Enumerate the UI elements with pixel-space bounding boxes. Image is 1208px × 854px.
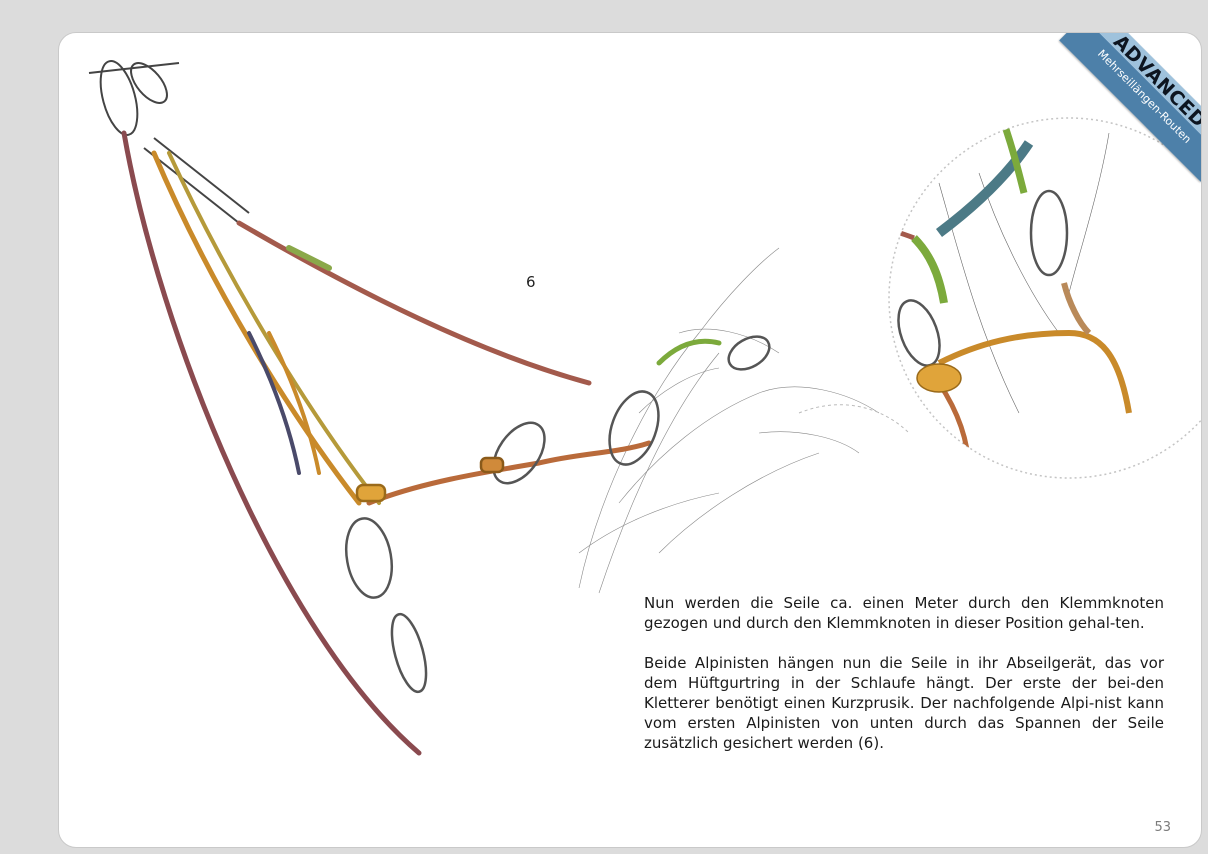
paragraph-2: Beide Alpinisten hängen nun die Seile in… bbox=[644, 653, 1164, 753]
anchor-chain bbox=[89, 57, 249, 223]
figure-label: 6 bbox=[526, 273, 536, 291]
body-text: Nun werden die Seile ca. einen Meter dur… bbox=[644, 593, 1164, 773]
page-number: 53 bbox=[1154, 820, 1171, 835]
rock-sketch bbox=[579, 248, 879, 593]
detail-zoom-circle bbox=[889, 118, 1201, 478]
book-page: 6 Nun werden die Seile ca. einen Meter d… bbox=[58, 32, 1202, 848]
paragraph-1: Nun werden die Seile ca. einen Meter dur… bbox=[644, 593, 1164, 633]
